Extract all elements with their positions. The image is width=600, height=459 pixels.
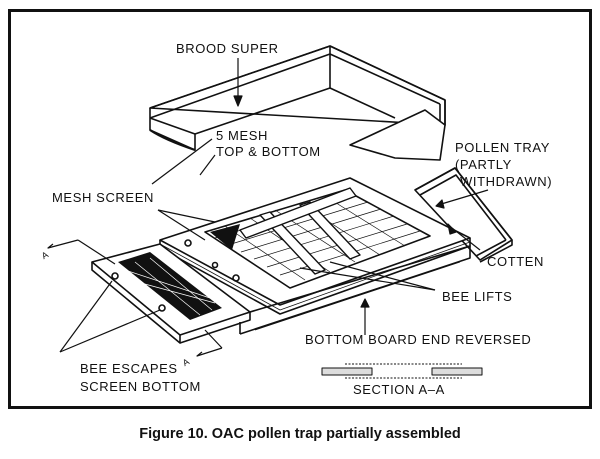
section-a-a-schematic [321, 363, 483, 379]
label-partly: (PARTLY [455, 157, 512, 172]
label-top-and-bottom: TOP & BOTTOM [216, 144, 321, 159]
label-pollen-tray: POLLEN TRAY [455, 140, 550, 155]
label-section-a-a: SECTION A–A [353, 382, 445, 397]
label-brood-super: BROOD SUPER [176, 41, 279, 56]
label-cotten: COTTEN [487, 254, 545, 269]
label-5-mesh: 5 MESH [216, 128, 269, 143]
label-bottom-board: BOTTOM BOARD END REVERSED [305, 332, 532, 347]
section-cut-markers [47, 239, 223, 357]
leader-lines [59, 58, 489, 353]
label-screen-bottom: SCREEN BOTTOM [80, 379, 201, 394]
brood-super-box [149, 45, 446, 161]
label-withdrawn: WITHDRAWN) [460, 174, 553, 189]
pollen-tray [414, 167, 513, 263]
trap-top-plate [159, 177, 471, 315]
screen-bottom-drawer [91, 243, 251, 344]
label-bee-lifts: BEE LIFTS [442, 289, 513, 304]
label-bee-escapes: BEE ESCAPES [80, 361, 178, 376]
label-mesh-screen: MESH SCREEN [52, 190, 154, 205]
figure-caption: Figure 10. OAC pollen trap partially ass… [139, 426, 461, 442]
figure-frame [8, 9, 592, 409]
